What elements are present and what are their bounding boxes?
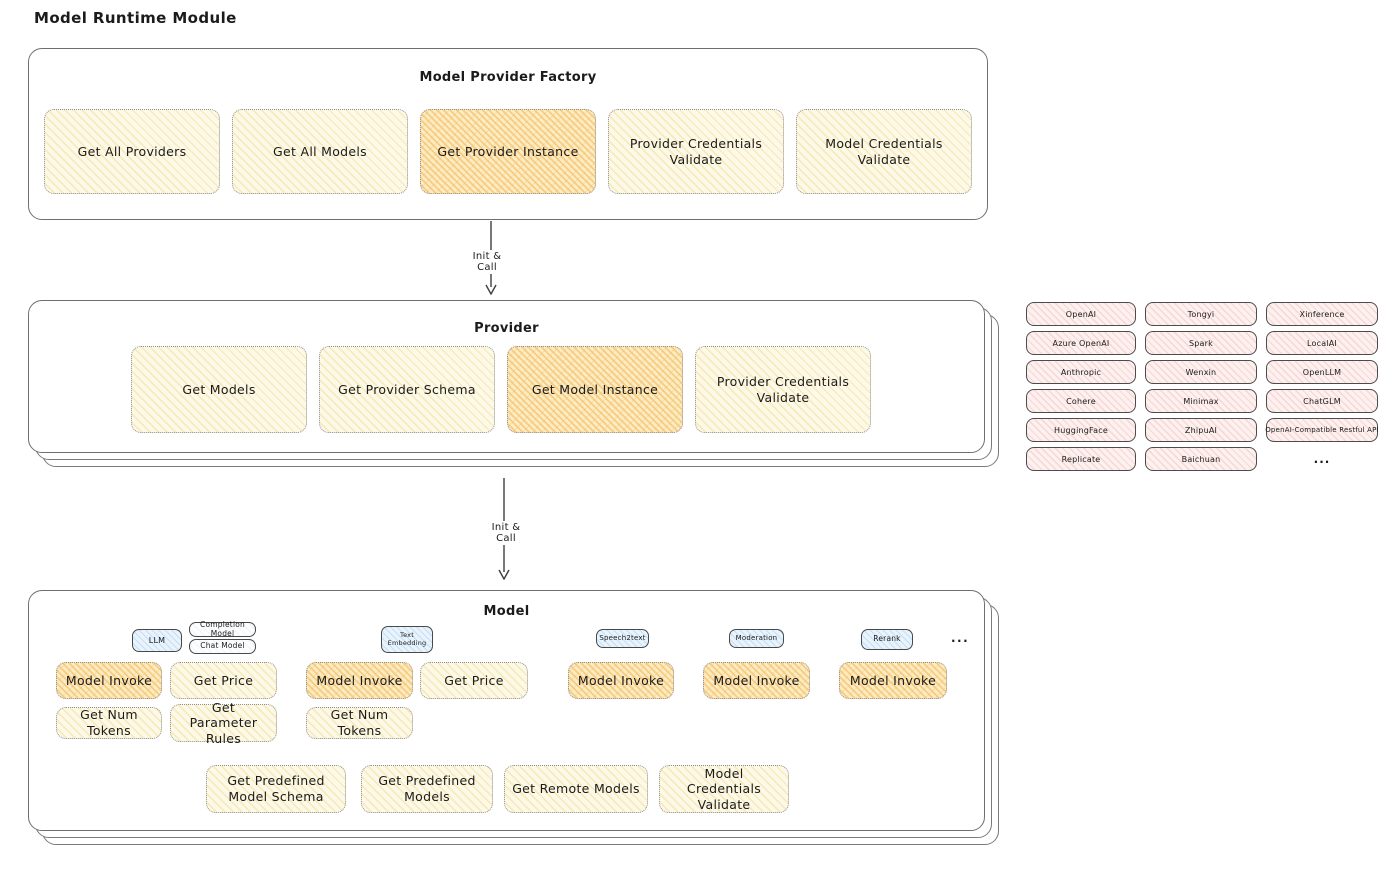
- providers-grid: OpenAI Tongyi Xinference Azure OpenAI Sp…: [1026, 302, 1379, 471]
- tag-completion-model: Completion Model: [189, 620, 256, 637]
- provider-cell-localai: LocalAI: [1266, 331, 1378, 355]
- node-get-provider-instance: Get Provider Instance: [420, 109, 596, 194]
- tag-chat-model: Chat Model: [189, 639, 256, 654]
- tag-moderation: Moderation: [729, 629, 784, 648]
- provider-cell-chatglm: ChatGLM: [1266, 389, 1378, 413]
- provider-cell-spark: Spark: [1145, 331, 1257, 355]
- provider-cell-baichuan: Baichuan: [1145, 447, 1257, 471]
- tag-rerank: Rerank: [861, 629, 913, 650]
- provider-cell-zhipuai: ZhipuAI: [1145, 418, 1257, 442]
- node-get-models: Get Models: [131, 346, 307, 433]
- provider-cell-replicate: Replicate: [1026, 447, 1136, 471]
- node-get-predefined-model-schema: Get Predefined Model Schema: [206, 765, 346, 813]
- node-provider-credentials-validate: Provider Credentials Validate: [608, 109, 784, 194]
- node-embedding-get-num-tokens: Get Num Tokens: [306, 707, 413, 739]
- provider-cell-cohere: Cohere: [1026, 389, 1136, 413]
- node-model-credentials-validate: Model Credentials Validate: [796, 109, 972, 194]
- node-llm-get-num-tokens: Get Num Tokens: [56, 707, 162, 739]
- provider-cell-minimax: Minimax: [1145, 389, 1257, 413]
- tag-text-embedding: Text Embedding: [381, 626, 433, 653]
- node-moderation-model-invoke: Model Invoke: [703, 662, 810, 699]
- provider-cell-openai-compatible: OpenAI-Compatible Restful API: [1265, 418, 1379, 442]
- provider-title: Provider: [474, 321, 539, 336]
- provider-cell-wenxin: Wenxin: [1145, 360, 1257, 384]
- node-get-provider-schema: Get Provider Schema: [319, 346, 495, 433]
- model-types-ellipsis: ...: [951, 631, 970, 645]
- node-get-model-instance: Get Model Instance: [507, 346, 683, 433]
- node-llm-get-parameter-rules: Get Parameter Rules: [170, 700, 277, 746]
- model-box: Model LLM Completion Model Chat Model Te…: [28, 590, 985, 831]
- model-title: Model: [483, 604, 530, 619]
- node-get-all-providers: Get All Providers: [44, 109, 220, 194]
- providers-more-ellipsis: ...: [1313, 452, 1331, 466]
- provider-cell-huggingface: HuggingFace: [1026, 418, 1136, 442]
- arrow-label-init-call-2: Init & Call: [477, 521, 535, 545]
- node-embedding-model-invoke: Model Invoke: [306, 662, 413, 699]
- arrow-label-init-call-1: Init & Call: [458, 250, 516, 274]
- node-get-predefined-models: Get Predefined Models: [361, 765, 493, 813]
- provider-cell-xinference: Xinference: [1266, 302, 1378, 326]
- provider-cell-openllm: OpenLLM: [1266, 360, 1378, 384]
- tag-llm: LLM: [132, 629, 182, 652]
- node-model-credentials-validate-2: Model Credentials Validate: [659, 765, 789, 813]
- node-llm-get-price: Get Price: [170, 662, 277, 699]
- node-get-remote-models: Get Remote Models: [504, 765, 648, 813]
- node-speech2text-model-invoke: Model Invoke: [568, 662, 674, 699]
- provider-box: Provider Get Models Get Provider Schema …: [28, 300, 985, 453]
- tag-speech2text: Speech2text: [596, 629, 649, 648]
- provider-cell-tongyi: Tongyi: [1145, 302, 1257, 326]
- node-get-all-models: Get All Models: [232, 109, 408, 194]
- node-embedding-get-price: Get Price: [420, 662, 528, 699]
- factory-title: Model Provider Factory: [419, 70, 597, 85]
- model-provider-factory-box: Model Provider Factory Get All Providers…: [28, 48, 988, 220]
- node-provider-credentials-validate-2: Provider Credentials Validate: [695, 346, 871, 433]
- provider-cell-anthropic: Anthropic: [1026, 360, 1136, 384]
- node-rerank-model-invoke: Model Invoke: [839, 662, 947, 699]
- node-llm-model-invoke: Model Invoke: [56, 662, 162, 699]
- provider-cell-azure-openai: Azure OpenAI: [1026, 331, 1136, 355]
- provider-cell-openai: OpenAI: [1026, 302, 1136, 326]
- page-title: Model Runtime Module: [34, 9, 237, 27]
